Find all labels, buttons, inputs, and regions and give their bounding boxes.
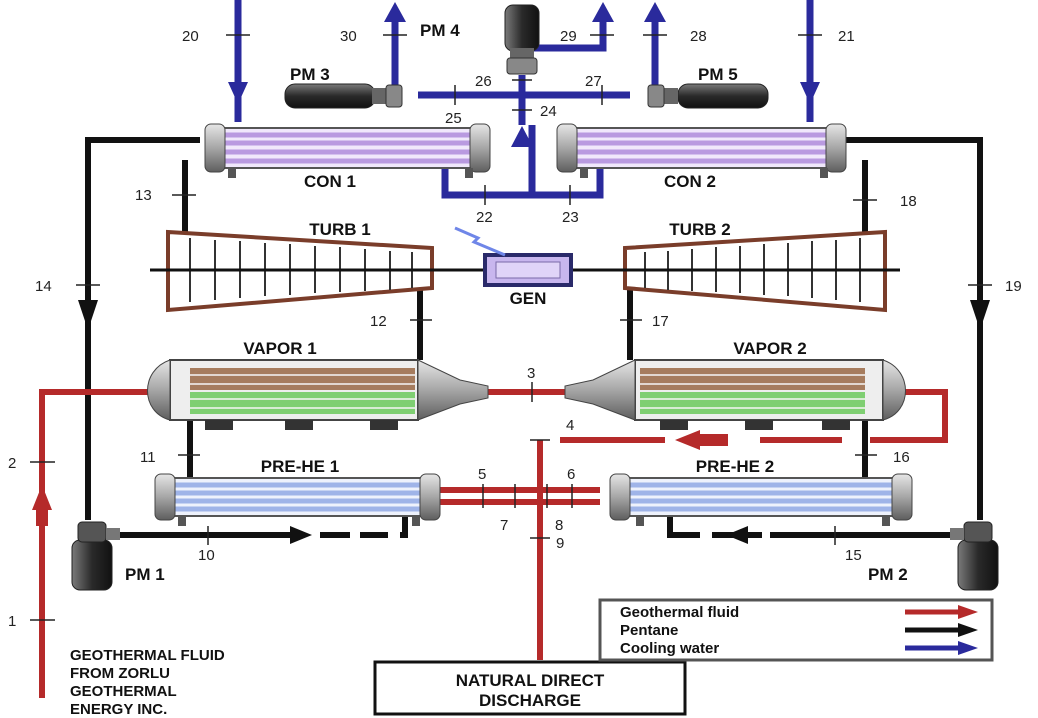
- pentane-lines: [85, 137, 983, 538]
- state-point-28: 28: [690, 28, 707, 45]
- source-label-line-2: FROM ZORLU: [70, 665, 170, 682]
- turbine-2: TURB 2: [623, 220, 887, 313]
- state-point-1: 1: [8, 613, 16, 630]
- source-label: GEOTHERMAL FLUID FROM ZORLU GEOTHERMAL E…: [70, 647, 225, 718]
- turb1-label: TURB 1: [309, 220, 370, 239]
- turbine-1: TURB 1: [166, 220, 434, 313]
- state-point-7: 7: [500, 517, 508, 534]
- vapor1-label: VAPOR 1: [243, 339, 316, 358]
- pm5-label: PM 5: [698, 65, 738, 84]
- pump-4: PM 4: [420, 4, 540, 75]
- source-label-line-4: ENERGY INC.: [70, 701, 167, 718]
- discharge-label-line-2: DISCHARGE: [479, 691, 581, 710]
- preheater-2: PRE-HE 2: [609, 457, 913, 526]
- state-point-22: 22: [476, 209, 493, 226]
- geothermal-lines: [39, 389, 948, 698]
- gen-label: GEN: [510, 289, 547, 308]
- state-point-16: 16: [893, 449, 910, 466]
- state-point-15: 15: [845, 547, 862, 564]
- state-point-21: 21: [838, 28, 855, 45]
- state-point-26: 26: [475, 73, 492, 90]
- vapor2-label: VAPOR 2: [733, 339, 806, 358]
- pentane-arrows: [78, 300, 990, 544]
- state-point-27: 27: [585, 73, 602, 90]
- legend-arrow-pentane: [905, 623, 978, 637]
- state-point-24: 24: [540, 103, 557, 120]
- pump-5: PM 5: [647, 65, 769, 109]
- state-point-19: 19: [1005, 278, 1022, 295]
- pm4-label: PM 4: [420, 21, 460, 40]
- state-point-11: 11: [140, 449, 156, 466]
- condenser-2: CON 2: [556, 123, 847, 191]
- state-point-4: 4: [566, 417, 574, 434]
- turb2-label: TURB 2: [669, 220, 730, 239]
- generator: GEN: [483, 253, 573, 308]
- state-point-2: 2: [8, 455, 16, 472]
- state-point-20: 20: [182, 28, 199, 45]
- source-label-line-1: GEOTHERMAL FLUID: [70, 647, 225, 664]
- power-lightning: [454, 226, 506, 257]
- pm3-label: PM 3: [290, 65, 330, 84]
- state-point-23: 23: [562, 209, 579, 226]
- state-point-3: 3: [527, 365, 535, 382]
- state-point-14: 14: [35, 278, 52, 295]
- legend: Geothermal fluid Pentane Cooling water: [598, 598, 994, 662]
- pm1-label: PM 1: [125, 565, 165, 584]
- state-point-30: 30: [340, 28, 357, 45]
- legend-label-geothermal: Geothermal fluid: [620, 604, 739, 621]
- state-point-25: 25: [445, 110, 462, 127]
- preheater-1: PRE-HE 1: [154, 457, 441, 526]
- pump-3: PM 3: [284, 65, 403, 109]
- condenser-1: CON 1: [204, 123, 491, 191]
- con1-label: CON 1: [304, 172, 356, 191]
- state-point-10: 10: [198, 547, 215, 564]
- legend-label-pentane: Pentane: [620, 622, 678, 639]
- legend-label-cooling: Cooling water: [620, 640, 719, 657]
- con2-label: CON 2: [664, 172, 716, 191]
- state-point-8: 8: [555, 517, 563, 534]
- legend-arrow-geothermal: [905, 605, 978, 619]
- vaporizer-1: VAPOR 1: [147, 339, 489, 430]
- cooling-water-arrows: [228, 2, 820, 147]
- geothermal-arrows: [32, 430, 728, 526]
- state-point-29: 29: [560, 28, 577, 45]
- pump-2: PM 2: [868, 521, 999, 591]
- legend-arrow-cooling: [905, 641, 978, 655]
- state-point-13: 13: [135, 187, 152, 204]
- discharge-label-line-1: NATURAL DIRECT: [456, 671, 605, 690]
- state-point-ticks: [30, 34, 992, 621]
- state-point-numbers: 1 2 3 4 5 6 7 8 9 10 11 12 13 14 15 16 1…: [8, 28, 1022, 630]
- prehe1-label: PRE-HE 1: [261, 457, 339, 476]
- vaporizer-2: VAPOR 2: [564, 339, 906, 430]
- pump-1: PM 1: [71, 521, 165, 591]
- state-point-5: 5: [478, 466, 486, 483]
- state-point-12: 12: [370, 313, 387, 330]
- state-point-9: 9: [556, 535, 564, 552]
- source-label-line-3: GEOTHERMAL: [70, 683, 177, 700]
- discharge-box: NATURAL DIRECT DISCHARGE: [373, 660, 687, 716]
- state-point-6: 6: [567, 466, 575, 483]
- prehe2-label: PRE-HE 2: [696, 457, 774, 476]
- state-point-18: 18: [900, 193, 917, 210]
- pm2-label: PM 2: [868, 565, 908, 584]
- state-point-17: 17: [652, 313, 669, 330]
